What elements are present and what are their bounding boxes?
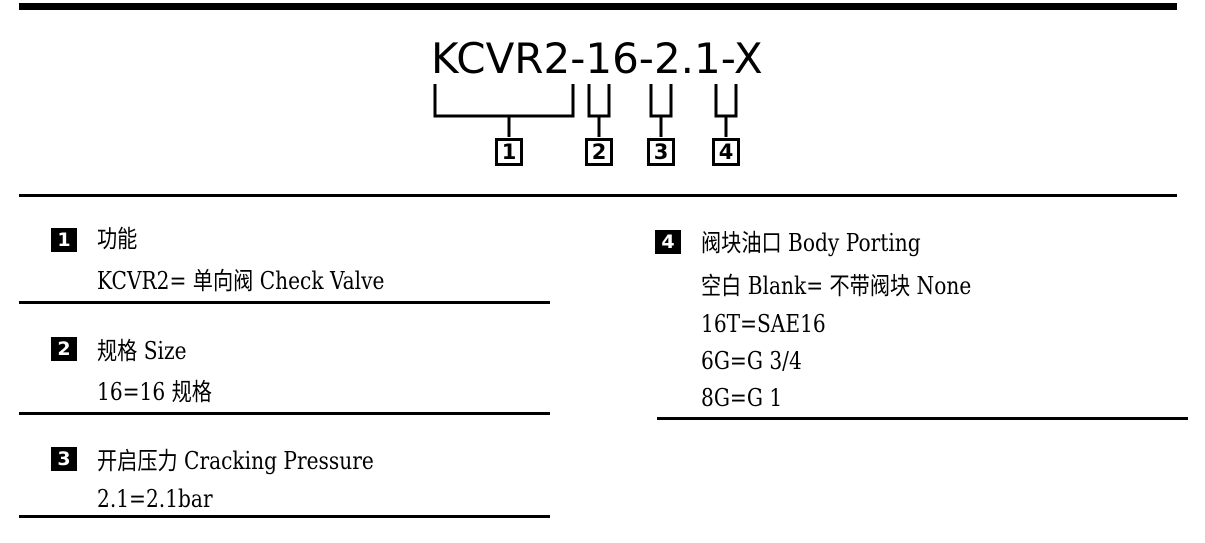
section-2-heading: 规格 Size [97,337,187,365]
code-segment-brackets [433,84,738,137]
section-2-marker: 2 [51,337,77,361]
top-rule [19,3,1177,10]
code-marker-1: 1 [495,138,523,166]
code-marker-2: 2 [585,138,613,166]
section-1-line-1: KCVR2= 单向阀 Check Valve [97,267,385,295]
section-3-divider [19,515,550,518]
header-divider [19,194,1177,197]
section-4-line-1: 空白 Blank= 不带阀块 None [701,272,972,300]
section-1-marker: 1 [51,228,77,252]
section-4-line-4: 8G=G 1 [701,384,783,412]
model-code: KCVR2-16-2.1-X [431,34,763,83]
section-4-divider [657,417,1188,420]
section-2-divider [19,412,550,415]
section-4-line-2: 16T=SAE16 [701,310,826,338]
section-2-line-1: 16=16 规格 [97,378,212,406]
section-3-line-1: 2.1=2.1bar [97,485,213,513]
section-4-heading: 阀块油口 Body Porting [701,229,921,257]
code-marker-4: 4 [712,138,740,166]
code-marker-3: 3 [647,138,675,166]
section-3-marker: 3 [51,447,77,471]
section-4-line-3: 6G=G 3/4 [701,347,802,375]
section-1-divider [19,301,550,304]
section-4-marker: 4 [655,230,681,254]
section-1-heading: 功能 [97,225,138,253]
section-3-heading: 开启压力 Cracking Pressure [97,447,374,475]
